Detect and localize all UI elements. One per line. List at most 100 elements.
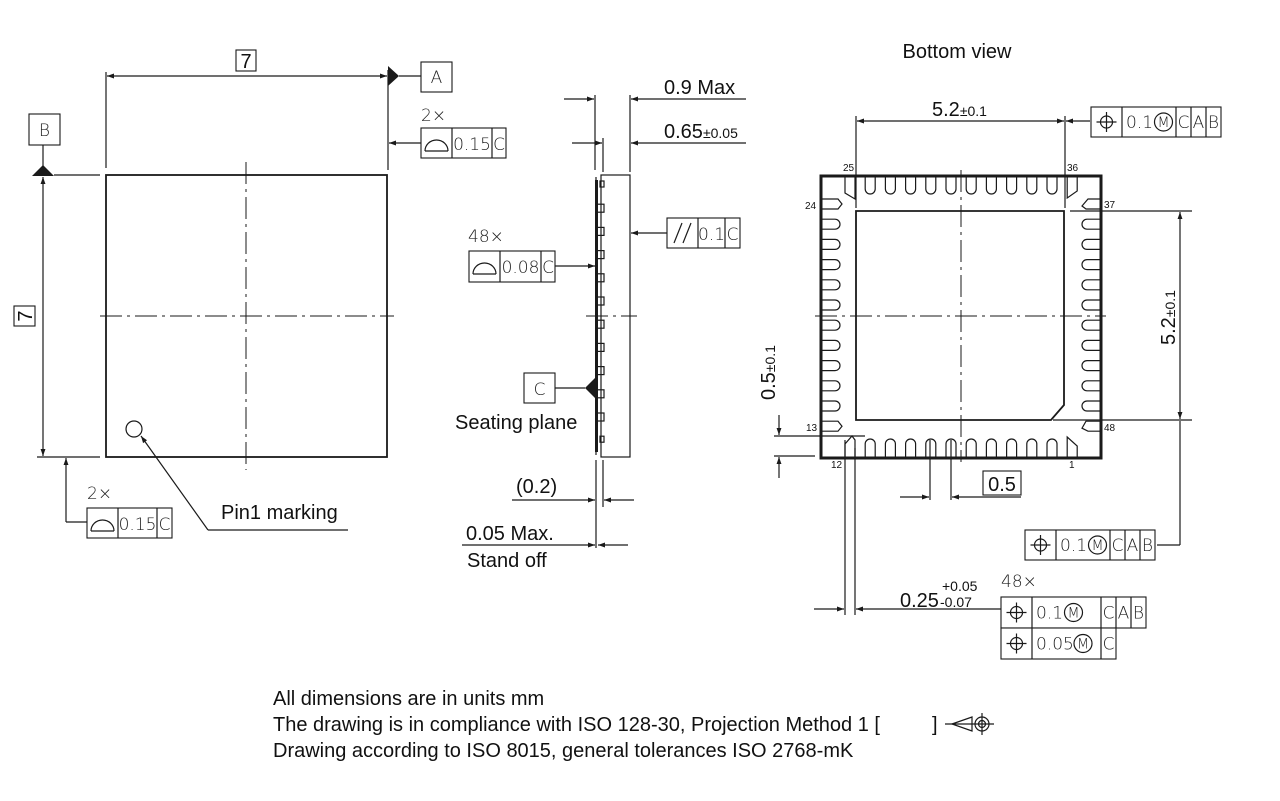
pin-number-25: 25 — [843, 163, 855, 174]
side-lead — [596, 389, 605, 399]
fcf-top-count: 2× — [421, 106, 446, 126]
lead-top — [864, 177, 876, 195]
mmc-modifier: M — [1157, 115, 1169, 131]
lead-bottom — [985, 438, 997, 457]
lead-profile-count: 48× — [468, 227, 504, 247]
lead-right — [1081, 319, 1100, 331]
datum-b-label: B — [39, 121, 50, 141]
side-lead — [596, 342, 605, 352]
pin1-label: Pin1 marking — [221, 502, 338, 524]
height-max: 0.9 Max — [664, 77, 735, 99]
fcf-top-datum: C — [493, 135, 505, 155]
pin1-marker — [125, 420, 143, 438]
lead-bottom — [844, 435, 856, 457]
lead-top — [1026, 177, 1038, 195]
bottom-view: Bottom view 25 36 24 37 13 48 12 1 5.2±0… — [758, 41, 1222, 660]
height-dimension: 7 — [15, 310, 37, 321]
lead-right — [1081, 299, 1100, 311]
profile-of-line-icon — [424, 139, 449, 152]
lead-right — [1081, 279, 1100, 291]
lead-width-tol-plus: +0.05 — [942, 578, 978, 594]
lead-top — [985, 177, 997, 195]
lead-profile-tolerance: 0.08 — [502, 258, 540, 278]
lead-bottom — [1046, 438, 1058, 457]
fcf-tolerance: 0.1 — [1126, 113, 1153, 133]
lead-right — [1081, 238, 1100, 250]
note-tolerances: Drawing according to ISO 8015, general t… — [273, 740, 854, 762]
lead-top — [884, 177, 896, 195]
bottom-leads — [822, 177, 1100, 457]
lead-top — [1066, 177, 1078, 200]
fcf-datum: C — [1178, 113, 1190, 133]
parallelism-icon — [673, 222, 692, 244]
lead-bottom — [864, 438, 876, 457]
side-lead — [599, 180, 605, 188]
lead-left — [822, 198, 843, 210]
lead-profile-datum: C — [542, 258, 554, 278]
lead-top — [844, 177, 856, 201]
side-lead — [596, 366, 605, 376]
fcf-datum: C — [1103, 604, 1115, 624]
fcf-leads-count: 48× — [1001, 572, 1037, 592]
pad-width: 5.2±0.1 — [932, 99, 987, 121]
profile-of-line-icon — [90, 519, 115, 532]
pin-number-1: 1 — [1069, 460, 1075, 471]
mmc-modifier-circle — [1153, 112, 1174, 132]
mmc-modifier: M — [1077, 637, 1089, 653]
lead-bottom — [884, 438, 896, 457]
standoff-value: 0.05 Max. — [466, 523, 554, 545]
position-icon — [1006, 602, 1027, 623]
fcf-top-tolerance: 0.15 — [453, 135, 491, 155]
position-icon — [1030, 535, 1051, 555]
pin-number-12: 12 — [831, 460, 843, 471]
lead-top — [1006, 177, 1018, 195]
lead-top — [925, 177, 937, 195]
fcf-datum: B — [1133, 604, 1144, 624]
mmc-modifier-circle — [1087, 535, 1108, 555]
fcf-datum: A — [1127, 536, 1139, 556]
side-lead — [596, 273, 605, 283]
lead-left — [822, 400, 841, 412]
lead-right — [1081, 420, 1100, 432]
lead-left — [822, 420, 843, 432]
lead-right — [1081, 339, 1100, 351]
lead-left — [822, 279, 841, 291]
fcf-tolerance: 0.1 — [1036, 604, 1063, 624]
note-units: All dimensions are in units mm — [273, 688, 545, 710]
lead-left — [822, 299, 841, 311]
profile-of-line-icon — [472, 262, 497, 275]
lead-right — [1081, 400, 1100, 412]
lead-right — [1081, 218, 1100, 230]
fcf-top-frame: 0.15 C — [420, 127, 507, 159]
pitch: 0.5 — [988, 474, 1016, 496]
lead-width-tol-minus: -0.07 — [940, 594, 972, 610]
fcf-datum: C — [1112, 536, 1124, 556]
fcf-tolerance: 0.1 — [1060, 536, 1087, 556]
datum-c-label: C — [534, 380, 546, 400]
fcf-datum: B — [1142, 536, 1153, 556]
projection-method-1-icon — [945, 713, 994, 735]
lead-left — [822, 218, 841, 230]
fcf-datum: B — [1208, 113, 1219, 133]
pin-number-24: 24 — [805, 201, 817, 212]
lead-bottom — [965, 438, 977, 457]
pin-number-48: 48 — [1104, 423, 1116, 434]
fcf-bottom-frame: 0.15 C — [86, 507, 173, 539]
lead-left — [822, 380, 841, 392]
lead-width: 0.25 — [900, 590, 939, 612]
side-lead — [596, 296, 605, 306]
side-lead — [596, 250, 605, 260]
drawing-notes: All dimensions are in units mm The drawi… — [273, 686, 938, 764]
lead-left — [822, 319, 841, 331]
fcf-bottom-tolerance: 0.15 — [119, 515, 157, 535]
lead-bottom — [1066, 435, 1078, 457]
parallelism-tolerance: 0.1 — [698, 225, 725, 245]
position-icon — [1096, 112, 1117, 132]
pin1-leader — [140, 435, 209, 531]
side-lead — [596, 412, 605, 422]
lead-right — [1081, 259, 1100, 271]
pin-number-36: 36 — [1067, 163, 1079, 174]
note-projection: The drawing is in compliance with ISO 12… — [273, 714, 938, 736]
